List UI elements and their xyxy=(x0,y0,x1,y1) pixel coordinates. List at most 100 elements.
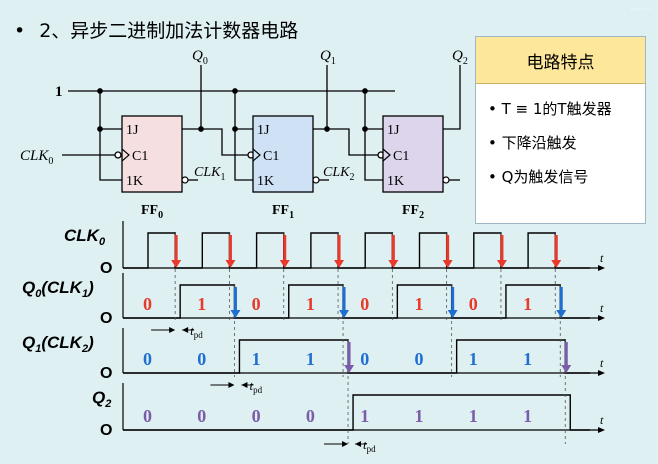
row-label-sub: 0 xyxy=(99,236,106,248)
ff2-box xyxy=(382,115,444,193)
q0-fall-arrow-head xyxy=(230,310,241,318)
feature-item: 下降沿触发 xyxy=(488,126,645,160)
q1-fall-arrow-head xyxy=(561,365,572,373)
tpd-label: tpd xyxy=(249,378,262,395)
q1-fall-arrow-head xyxy=(344,365,355,373)
ff0-pin-k: 1K xyxy=(126,174,143,189)
state-value: 0 xyxy=(252,406,261,426)
row-label-name: Q xyxy=(22,278,35,297)
state-value: 0 xyxy=(143,406,152,426)
ff2-label: FF2 xyxy=(402,203,424,221)
tpd-marker-arrow xyxy=(342,441,349,447)
q0-fall-arrow-head xyxy=(447,310,458,318)
state-value: 1 xyxy=(306,294,315,314)
flip-flop-ff0: 1J C1 1K FF0 xyxy=(121,115,189,221)
ff0-k-wire xyxy=(99,129,122,181)
state-value: 0 xyxy=(415,349,424,369)
tpd-label-t: t xyxy=(363,437,367,452)
title-bullet: • xyxy=(14,20,26,42)
junction-dot xyxy=(97,126,103,132)
ff2-pin-c: C1 xyxy=(393,149,409,164)
ff0-label: FF0 xyxy=(141,203,163,221)
ff1-pin-c: C1 xyxy=(263,149,279,164)
state-value: 0 xyxy=(197,349,206,369)
clk0-invert-bubble xyxy=(114,151,122,159)
q0-waveform xyxy=(123,284,590,319)
time-axis-arrow xyxy=(598,265,605,271)
feature-box: 电路特点 T ≡ 1的T触发器 下降沿触发 Q为触发信号 xyxy=(475,36,646,224)
q0-output-wire xyxy=(182,65,202,130)
state-value: 1 xyxy=(252,349,261,369)
ff2-qbar-bubble xyxy=(442,176,450,184)
zero-level-label: O xyxy=(100,422,112,439)
ff1-k-wire xyxy=(234,129,253,181)
q2-waveform xyxy=(123,394,590,431)
ff2-pin-k: 1K xyxy=(387,174,404,189)
state-value: 0 xyxy=(360,294,369,314)
row-label: CLK0 xyxy=(64,226,106,248)
clk0-fall-arrow-head xyxy=(496,260,507,268)
slide-title: • 2、异步二进制加法计数器电路 xyxy=(14,16,298,43)
row-label-sub: 1 xyxy=(35,343,41,355)
row-label-sub: 0 xyxy=(35,288,42,300)
row-label: Q1(CLK2) xyxy=(22,333,94,355)
clk0-fall-arrow-head xyxy=(225,260,236,268)
time-axis-arrow xyxy=(598,370,605,376)
tpd-marker-arrow xyxy=(355,441,362,447)
ff0-box xyxy=(121,115,183,193)
ff1-clock-triangle xyxy=(252,148,261,162)
junction-dot xyxy=(232,126,238,132)
tpd-label-sub: pd xyxy=(367,444,377,454)
state-value: 0 xyxy=(143,349,152,369)
feature-list: T ≡ 1的T触发器 下降沿触发 Q为触发信号 xyxy=(476,84,645,194)
tpd-label-sub: pd xyxy=(194,330,204,340)
tpd-label: tpd xyxy=(363,437,376,454)
tpd-label: tpd xyxy=(190,323,203,340)
ff0-pin-j: 1J xyxy=(126,123,139,138)
clk0-fall-arrow-head xyxy=(334,260,345,268)
clk0-input-label: CLK0 xyxy=(20,148,53,167)
time-axis-label: t xyxy=(600,413,604,427)
row-label-close: ) xyxy=(86,333,94,352)
clk0-fall-arrow-head xyxy=(442,260,453,268)
title-text: 2、异步二进制加法计数器电路 xyxy=(39,20,299,42)
state-value: 1 xyxy=(523,349,532,369)
tpd-label-t: t xyxy=(190,323,194,338)
circuit-wires xyxy=(62,65,461,181)
row-label: Q2 xyxy=(92,388,111,410)
clk1-wire xyxy=(201,128,249,156)
tpd-label-sub: pd xyxy=(253,385,263,395)
clk1-link-label: CLK1 xyxy=(194,165,225,183)
ff1-pin-k: 1K xyxy=(257,174,274,189)
ff1-label: FF1 xyxy=(272,203,294,221)
row-label-tail: (CLK xyxy=(41,278,83,297)
state-value: 0 xyxy=(143,294,152,314)
q2-output-label: Q2 xyxy=(452,48,468,67)
q1-output-label: Q1 xyxy=(320,48,336,67)
clk2-link-label: CLK2 xyxy=(323,165,354,183)
row-label-close: ) xyxy=(86,278,94,297)
ff1-box xyxy=(252,115,314,193)
feature-item: Q为触发信号 xyxy=(488,160,645,194)
zero-level-label: O xyxy=(100,260,112,277)
flip-flop-ff2: 1J C1 1K FF2 xyxy=(382,115,450,221)
ff2-j-wire xyxy=(364,91,383,130)
clk0-fall-arrow-head xyxy=(279,260,290,268)
state-value: 0 xyxy=(252,294,261,314)
q1-output-wire xyxy=(313,65,328,130)
row-label-tail-sub: 1 xyxy=(82,288,88,300)
row-label-name: Q xyxy=(22,333,35,352)
time-axis-arrow xyxy=(598,427,605,433)
state-value: 1 xyxy=(415,406,424,426)
ff1-j-wire xyxy=(234,91,253,130)
time-axis-label: t xyxy=(600,301,604,315)
zero-level-label: O xyxy=(100,365,112,382)
ff2-pin-j: 1J xyxy=(387,123,400,138)
ff0-clock-triangle xyxy=(121,148,130,162)
state-value: 1 xyxy=(360,406,369,426)
state-value: 1 xyxy=(523,294,532,314)
row-label-sub: 2 xyxy=(104,398,111,410)
